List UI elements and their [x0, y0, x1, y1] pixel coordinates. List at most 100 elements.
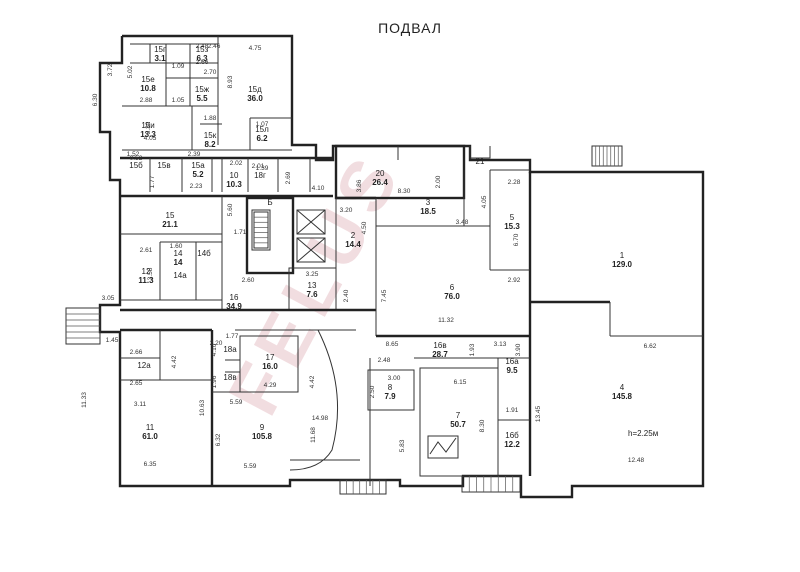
- room-number: 10: [230, 171, 239, 180]
- dimension-label: 5.59: [244, 463, 257, 470]
- dimension-label: 4.29: [264, 382, 277, 389]
- room-number: 15а: [191, 161, 205, 170]
- room-area: 14.4: [345, 240, 361, 249]
- dimension-label: 4.42: [171, 355, 178, 368]
- room-7: 750.7: [450, 411, 466, 429]
- room-number: 8: [388, 383, 393, 392]
- room-number: 11: [146, 423, 155, 432]
- room-area: 145.8: [612, 392, 633, 401]
- room-6: 676.0: [444, 283, 460, 301]
- room-13: 137.6: [306, 281, 318, 299]
- room-number: 6: [450, 283, 455, 292]
- room-7-symbol: [427, 435, 459, 459]
- dimension-label: 4.05: [144, 135, 157, 142]
- room-number: 18г: [254, 171, 266, 180]
- room-number: Б: [267, 198, 272, 207]
- dimension-label: 1.45: [106, 337, 119, 344]
- dimension-label: 3.48: [456, 219, 469, 226]
- dimension-label: 3.25: [306, 271, 319, 278]
- room-number: 15: [166, 211, 175, 220]
- dimension-label: 8.30: [398, 188, 411, 195]
- dimension-label: 2.48: [196, 43, 209, 50]
- room-12а: 12а: [137, 361, 151, 370]
- dimension-label: 6.32: [215, 433, 222, 446]
- dimension-label: 6.62: [644, 343, 657, 350]
- dimension-label: 1.05: [172, 97, 185, 104]
- dimension-label: 5.60: [227, 203, 234, 216]
- room-area: 7.9: [384, 392, 396, 401]
- room-number: 15ж: [195, 85, 210, 94]
- room-2: 214.4: [345, 231, 361, 249]
- dimension-label: 3.05: [102, 295, 115, 302]
- dimension-label: 4.10: [211, 343, 218, 356]
- room-area: 5.5: [196, 94, 208, 103]
- room-18в: 18в: [223, 373, 236, 382]
- room-number: 4: [620, 383, 625, 392]
- room-area: 13.3: [140, 130, 156, 139]
- dimension-label: 4.10: [312, 185, 325, 192]
- dimension-label: 2.92: [508, 277, 521, 284]
- room-14а: 14а: [173, 271, 187, 280]
- dimension-label: 2.39: [188, 151, 201, 158]
- dimension-label: 6.70: [513, 233, 520, 246]
- dimension-label: 2.28: [508, 179, 521, 186]
- dimension-label: 2.69: [285, 171, 292, 184]
- dimension-label: 1.91: [506, 407, 519, 414]
- room-number: 16а: [505, 357, 519, 366]
- room-number: 2: [351, 231, 356, 240]
- dimension-label: 2.70: [204, 69, 217, 76]
- room-area: 8.2: [204, 140, 216, 149]
- dimension-label: 2.50: [369, 385, 376, 398]
- dimension-label: 1.60: [170, 243, 183, 250]
- dimension-label: 1.96: [211, 375, 218, 388]
- room-number: 15б: [129, 161, 143, 170]
- dimension-label: 6.35: [144, 461, 157, 468]
- room-number: 15д: [248, 85, 262, 94]
- room-number: 13: [308, 281, 317, 290]
- room-area: 76.0: [444, 292, 460, 301]
- dimension-label: 11.32: [438, 317, 454, 324]
- dimension-label: 3.90: [515, 343, 522, 356]
- room-18а: 18а: [223, 345, 237, 354]
- dimension-label: 5.83: [399, 439, 406, 452]
- room-area: 18.5: [420, 207, 436, 216]
- dimension-label: 3.86: [356, 179, 363, 192]
- dimension-label: 1.77: [149, 175, 156, 188]
- room-number: 14б: [197, 249, 211, 258]
- room-number: 9: [260, 423, 265, 432]
- room-area: 6.3: [196, 54, 208, 63]
- dimension-label: 2.46: [208, 43, 221, 50]
- dimension-label: 3.32: [145, 121, 152, 134]
- ceiling-height-note: h=2.25м: [628, 429, 658, 438]
- dimension-label: 2.01: [252, 163, 265, 170]
- dimension-label: 1.88: [204, 115, 217, 122]
- dimension-label: 8.30: [479, 419, 486, 432]
- dimension-label: 1.52: [127, 151, 140, 158]
- room-area: 28.7: [432, 350, 448, 359]
- room-3: 318.5: [420, 198, 436, 216]
- dimension-label: 2.02: [230, 160, 243, 167]
- room-number: 21: [476, 157, 485, 166]
- dimension-label: 8.93: [227, 75, 234, 88]
- room-area: 12.2: [504, 440, 520, 449]
- room-area: 11.3: [138, 276, 154, 285]
- room-number: 16б: [505, 431, 519, 440]
- room-number: 14: [174, 249, 183, 258]
- room-number: 15е: [141, 75, 155, 84]
- dimension-label: 2.48: [378, 357, 391, 364]
- dimension-label: 1.39: [256, 165, 269, 172]
